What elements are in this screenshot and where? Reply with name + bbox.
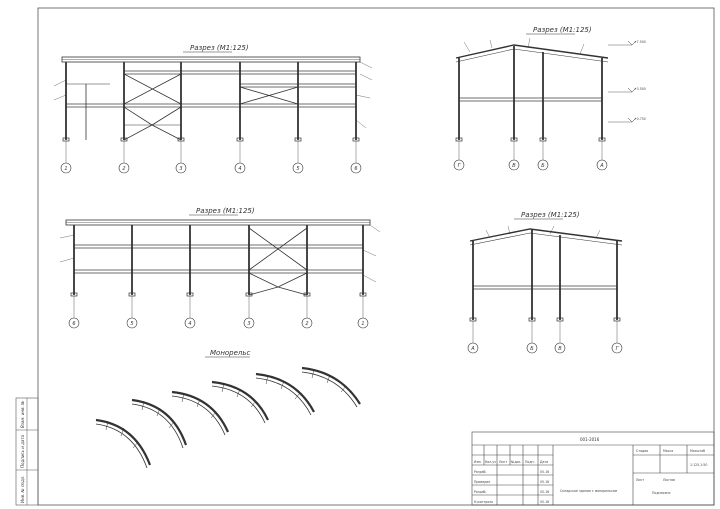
- section-4-axis-a: А: [470, 346, 475, 352]
- section-4-axes: А Б В Г: [467, 342, 623, 354]
- tb-scale-header: Масштаб: [690, 449, 705, 453]
- tb-date-3: 05.16: [540, 490, 549, 494]
- tb-sheet-label: Лист: [636, 478, 644, 482]
- section-3-axis-b: Б: [541, 163, 545, 169]
- section-3: Разрез (М1:125): [455, 26, 637, 160]
- section-2-axis-a: 6: [72, 321, 75, 327]
- tb-drawing-name: Складское здание с монорельсом: [560, 489, 618, 493]
- section-1-axis-1: 1: [64, 166, 67, 172]
- section-4-axis-b: Б: [530, 346, 534, 352]
- margin-stamp: Взам. инв. № Подпись и дата Инв. № подл.: [15, 397, 39, 506]
- elevation-top: +7.500: [634, 40, 646, 44]
- section-1-axis-3: 3: [179, 166, 182, 172]
- section-4-title: Разрез (М1:125): [521, 211, 580, 219]
- section-2-axis-d: 3: [247, 321, 250, 327]
- tb-col-sign: Подп.: [525, 460, 535, 464]
- tb-col-doc: №док.: [511, 460, 521, 464]
- tb-date-1: 05.16: [540, 470, 549, 474]
- tb-role-4: Н.контроль: [474, 500, 493, 504]
- section-4-axis-v: В: [558, 346, 562, 352]
- tb-scale-value: 1:125,1:50: [690, 463, 707, 467]
- section-1-axis-4: 4: [238, 166, 241, 172]
- title-block-doc-code: 001-2016: [580, 437, 600, 442]
- stamp-sign-label: Подпись и дата: [20, 434, 25, 468]
- tb-col-kol: Кол.уч: [485, 460, 496, 464]
- section-2-axis-c: 4: [188, 321, 191, 327]
- section-1-axis-5: 5: [296, 166, 299, 172]
- section-3-axis-g: Г: [458, 163, 462, 169]
- section-1-axis-6: 6: [354, 166, 357, 172]
- tb-date-2: 05.16: [540, 480, 549, 484]
- tb-role-1: Разраб.: [474, 470, 487, 474]
- section-2-axis-e: 2: [305, 321, 308, 327]
- tb-mass-header: Масса: [663, 449, 673, 453]
- elevation-low: +0.750: [634, 117, 646, 121]
- tb-org: Подписано: [652, 491, 670, 495]
- title-block: [471, 431, 715, 506]
- section-2-title: Разрез (М1:125): [196, 207, 255, 215]
- monorail-view: Монорельс: [95, 349, 361, 469]
- section-1-axes: 1 2 3 4 5 6: [60, 162, 362, 174]
- section-1: Разрез (М1:125): [53, 44, 373, 163]
- tb-col-date: Дата: [540, 460, 548, 464]
- tb-stage-header: Стадия: [636, 449, 648, 453]
- tb-col-izm: Изм.: [474, 460, 482, 464]
- tb-role-2: Проверил: [474, 480, 490, 484]
- title-block-text: 001-2016 Изм. Кол.уч Лист №док. Подп. Да…: [474, 437, 707, 504]
- section-2: Разрез (М1:125): [59, 207, 381, 318]
- stamp-rep-label: Взам. инв. №: [20, 401, 25, 428]
- section-4: Разрез (М1:125): [469, 211, 623, 343]
- section-2-axes: 6 5 4 3 2 1: [68, 317, 369, 329]
- section-3-axes: Г В Б А: [453, 159, 608, 171]
- section-4-axis-g: Г: [616, 346, 620, 352]
- monorail-title: Монорельс: [210, 349, 251, 357]
- section-2-axis-b: 5: [130, 321, 133, 327]
- section-1-title: Разрез (М1:125): [190, 44, 249, 52]
- section-3-title: Разрез (М1:125): [533, 26, 592, 34]
- section-1-axis-2: 2: [122, 166, 125, 172]
- stamp-inv-label: Инв. № подл.: [20, 475, 25, 503]
- tb-sheets-label: Листов: [663, 478, 675, 482]
- section-3-axis-v: В: [512, 163, 516, 169]
- elevation-mid: +3.500: [634, 87, 646, 91]
- sheet-frame: [37, 7, 715, 506]
- tb-col-list: Лист: [499, 460, 507, 464]
- section-3-elevations: +7.500 +3.500 +0.750: [634, 40, 646, 121]
- section-3-axis-a: А: [599, 163, 604, 169]
- tb-date-4: 05.16: [540, 500, 549, 504]
- tb-role-3: Разраб.: [474, 490, 487, 494]
- section-2-axis-f: 1: [361, 321, 364, 327]
